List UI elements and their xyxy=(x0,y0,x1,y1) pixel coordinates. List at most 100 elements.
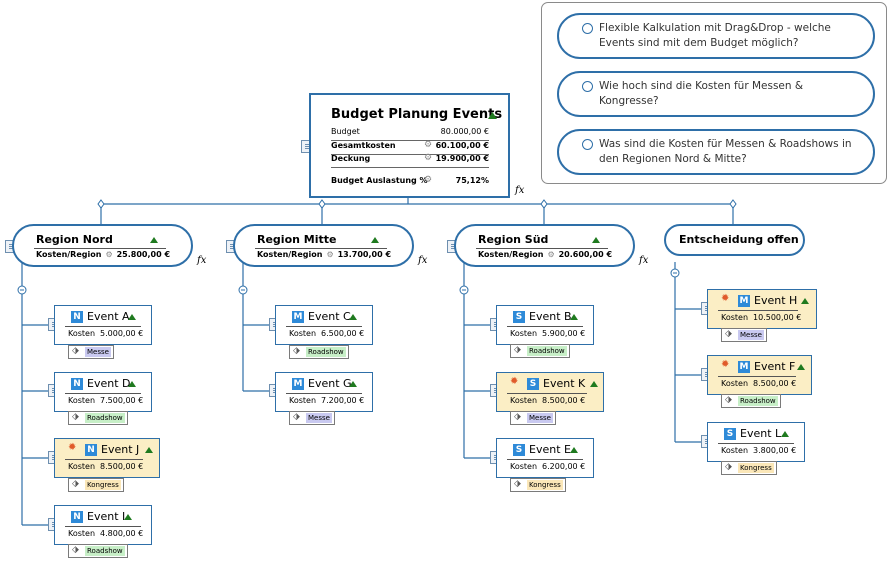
tag-icon: ⬗ xyxy=(725,462,732,472)
event-title: Event K xyxy=(543,377,586,390)
region-title: Region Mitte xyxy=(257,233,337,246)
region-badge: N xyxy=(71,378,83,390)
tag-chip[interactable]: ⬗Roadshow xyxy=(721,394,781,408)
tag-chip[interactable]: ⬗Kongress xyxy=(721,461,777,475)
priority-up-icon xyxy=(145,447,153,453)
tag-chip[interactable]: ⬗Messe xyxy=(289,411,335,425)
region-nord-node[interactable]: Region Nord Kosten/Region⚙25.800,00 € xyxy=(12,224,193,267)
event-node[interactable]: N Event D Kosten 7.500,00 € xyxy=(54,372,152,412)
tag-icon: ⬗ xyxy=(72,479,79,489)
priority-up-icon xyxy=(570,314,578,320)
radio-circle-icon xyxy=(582,81,593,92)
tag-icon: ⬗ xyxy=(293,412,300,422)
priority-up-icon xyxy=(781,431,789,437)
radio-circle-icon xyxy=(582,139,593,150)
tag-chip[interactable]: ⬗Roadshow xyxy=(289,345,349,359)
priority-up-icon xyxy=(128,381,136,387)
event-node[interactable]: S Event B Kosten 5.900,00 € xyxy=(496,305,594,345)
fire-icon: ✹ xyxy=(721,359,730,370)
event-title: Event E xyxy=(529,443,571,456)
priority-up-icon xyxy=(797,364,805,370)
event-node[interactable]: N Event A Kosten 5.000,00 € xyxy=(54,305,152,345)
region-formula-icon[interactable]: fx xyxy=(197,255,207,266)
tag-icon: ⬗ xyxy=(514,345,521,355)
tag-chip[interactable]: ⬗Messe xyxy=(721,328,767,342)
region-cost: Kosten/Region⚙13.700,00 € xyxy=(257,250,392,259)
priority-up-icon xyxy=(349,314,357,320)
priority-up-icon xyxy=(592,237,600,243)
questions-panel: Flexible Kalkulation mit Drag&Drop - wel… xyxy=(541,2,887,184)
tag-icon: ⬗ xyxy=(72,545,79,555)
priority-up-icon xyxy=(488,112,497,119)
event-title: Event L xyxy=(740,427,782,440)
root-row-deckung: Deckung⚙19.900,00 € xyxy=(331,153,489,163)
region-badge: S xyxy=(513,444,525,456)
region-badge: N xyxy=(71,311,83,323)
region-badge: M xyxy=(738,361,750,373)
priority-up-icon xyxy=(128,314,136,320)
tag-chip[interactable]: ⬗Messe xyxy=(68,345,114,359)
region-title: Region Süd xyxy=(478,233,549,246)
fire-icon: ✹ xyxy=(721,293,730,304)
region-title: Region Nord xyxy=(36,233,113,246)
question-item[interactable]: Was sind die Kosten für Messen & Roadsho… xyxy=(557,129,875,175)
region-title: Entscheidung offen xyxy=(679,233,799,246)
region-formula-icon[interactable]: fx xyxy=(418,255,428,266)
question-item[interactable]: Flexible Kalkulation mit Drag&Drop - wel… xyxy=(557,13,875,59)
event-title: Event A xyxy=(87,310,130,323)
tag-chip[interactable]: ⬗Roadshow xyxy=(68,411,128,425)
gear-icon: ⚙ xyxy=(326,250,334,259)
tag-chip[interactable]: ⬗Kongress xyxy=(510,478,566,492)
root-row-auslastung: Budget Auslastung %⚙75,12% xyxy=(331,175,489,185)
root-title: Budget Planung Events xyxy=(331,107,503,122)
tag-chip[interactable]: ⬗Messe xyxy=(510,411,556,425)
event-node[interactable]: ✹ M Event H Kosten 10.500,00 € xyxy=(707,289,817,329)
tag-chip[interactable]: ⬗Kongress xyxy=(68,478,124,492)
tag-icon: ⬗ xyxy=(514,479,521,489)
event-node[interactable]: S Event E Kosten 6.200,00 € xyxy=(496,438,594,478)
region-badge: S xyxy=(724,428,736,440)
event-node[interactable]: S Event L Kosten 3.800,00 € xyxy=(707,422,805,462)
event-node[interactable]: ✹ S Event K Kosten 8.500,00 € xyxy=(496,372,604,412)
priority-up-icon xyxy=(371,237,379,243)
tag-chip[interactable]: ⬗Roadshow xyxy=(68,544,128,558)
event-title: Event D xyxy=(87,377,131,390)
priority-up-icon xyxy=(801,298,809,304)
region-badge: S xyxy=(527,378,539,390)
tag-icon: ⬗ xyxy=(725,329,732,339)
event-node[interactable]: N Event I Kosten 4.800,00 € xyxy=(54,505,152,545)
event-title: Event F xyxy=(754,360,796,373)
gear-icon: ⚙ xyxy=(424,140,433,150)
event-node[interactable]: ✹ N Event J Kosten 8.500,00 € xyxy=(54,438,160,478)
priority-up-icon xyxy=(124,514,132,520)
tag-icon: ⬗ xyxy=(725,395,732,405)
event-title: Event C xyxy=(308,310,351,323)
region-sued-node[interactable]: Region Süd Kosten/Region⚙20.600,00 € xyxy=(454,224,635,267)
event-title: Event G xyxy=(308,377,352,390)
region-formula-icon[interactable]: fx xyxy=(639,255,649,266)
region-badge: M xyxy=(292,378,304,390)
gear-icon: ⚙ xyxy=(547,250,555,259)
region-cost: Kosten/Region⚙25.800,00 € xyxy=(36,250,171,259)
event-title: Event H xyxy=(754,294,798,307)
tag-chip[interactable]: ⬗Roadshow xyxy=(510,344,570,358)
priority-up-icon xyxy=(590,381,598,387)
region-badge: N xyxy=(71,511,83,523)
fire-icon: ✹ xyxy=(510,376,519,387)
question-item[interactable]: Wie hoch sind die Kosten für Messen & Ko… xyxy=(557,71,875,117)
gear-icon: ⚙ xyxy=(105,250,113,259)
event-node[interactable]: ✹ M Event F Kosten 8.500,00 € xyxy=(707,355,812,395)
collapse-icon[interactable] xyxy=(17,268,680,295)
root-formula-icon[interactable]: fx xyxy=(515,185,525,196)
event-node[interactable]: M Event G Kosten 7.200,00 € xyxy=(275,372,373,412)
region-entscheidung-node[interactable]: Entscheidung offen xyxy=(664,224,805,256)
tag-icon: ⬗ xyxy=(293,346,300,356)
gear-icon: ⚙ xyxy=(424,153,433,163)
region-mitte-node[interactable]: Region Mitte Kosten/Region⚙13.700,00 € xyxy=(233,224,414,267)
tag-icon: ⬗ xyxy=(514,412,521,422)
event-node[interactable]: M Event C Kosten 6.500,00 € xyxy=(275,305,373,345)
radio-circle-icon xyxy=(582,23,593,34)
priority-up-icon xyxy=(349,381,357,387)
